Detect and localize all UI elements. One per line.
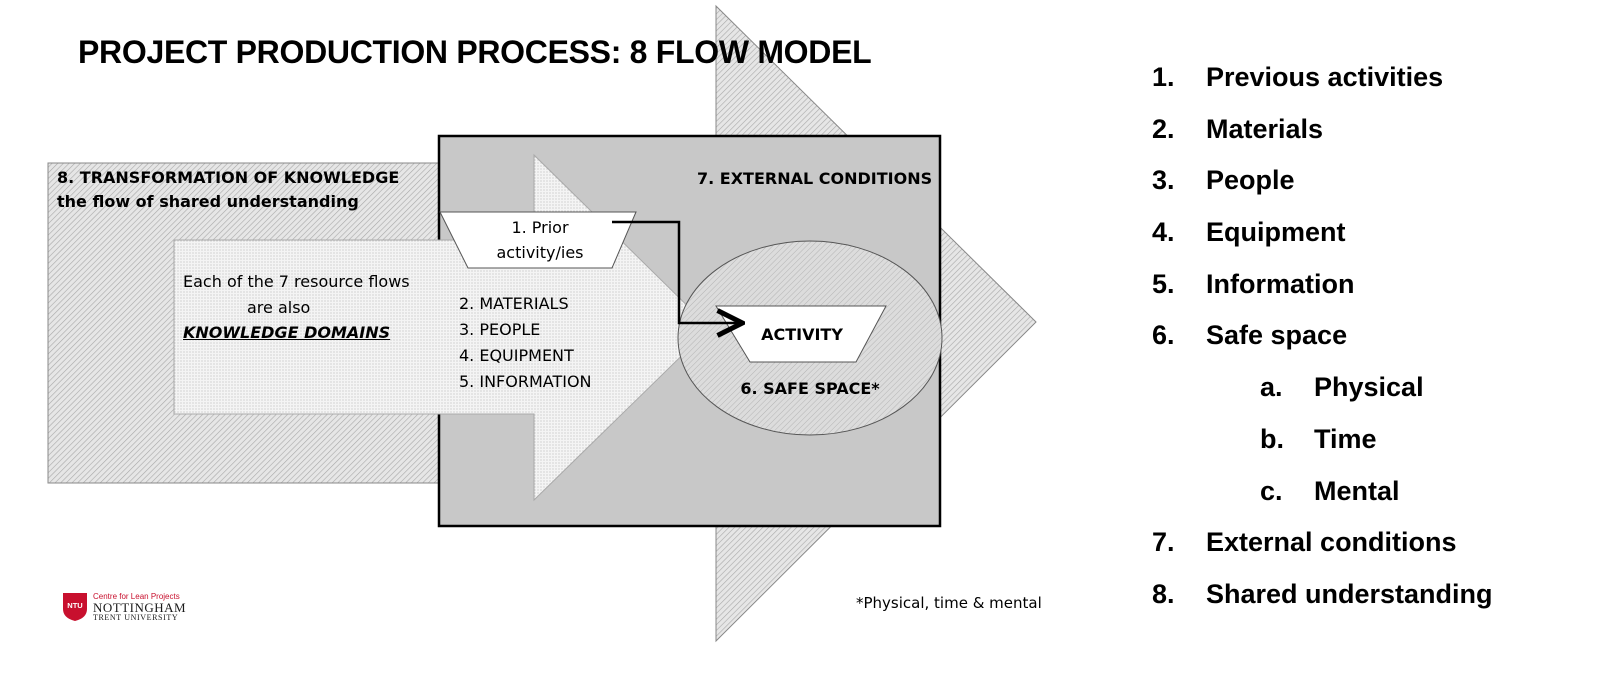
activity-shape [715, 305, 887, 363]
flow-materials: 2. MATERIALS [459, 294, 569, 313]
flow-people: 3. PEOPLE [459, 320, 541, 339]
logo-trent-university: TRENT UNIVERSITY [93, 612, 179, 622]
resource-flow-text-1: Each of the 7 resource flows [183, 272, 410, 291]
knowledge-domains-label: KNOWLEDGE DOMAINS [183, 323, 391, 342]
prior-activity-label-1: 1. Prior [511, 218, 569, 237]
knowledge-heading: 8. TRANSFORMATION OF KNOWLEDGE [57, 168, 400, 187]
prior-activity-label-2: activity/ies [496, 243, 584, 262]
svg-text:NTU: NTU [67, 601, 82, 610]
prior-activity-shape [439, 211, 637, 269]
resource-flow-text-2: are also [247, 298, 311, 317]
page-title: PROJECT PRODUCTION PROCESS: 8 FLOW MODEL [78, 34, 872, 70]
prior-to-activity-connector [612, 220, 740, 323]
flow-information: 5. INFORMATION [459, 372, 592, 391]
flow-equipment: 4. EQUIPMENT [459, 346, 574, 365]
ntu-shield-icon: NTU [63, 593, 87, 621]
activity-label: ACTIVITY [761, 325, 843, 344]
knowledge-subheading: the flow of shared understanding [57, 192, 359, 211]
footnote: *Physical, time & mental [856, 594, 1042, 612]
logo-nottingham: NOTTINGHAM [93, 599, 187, 615]
logo-centre-name: Centre for Lean Projects [93, 591, 180, 601]
safe-space-label: 6. SAFE SPACE* [740, 379, 880, 398]
ntu-logo: NTU Centre for Lean Projects NOTTINGHAM … [62, 592, 186, 622]
external-conditions-label: 7. EXTERNAL CONDITIONS [697, 169, 933, 188]
